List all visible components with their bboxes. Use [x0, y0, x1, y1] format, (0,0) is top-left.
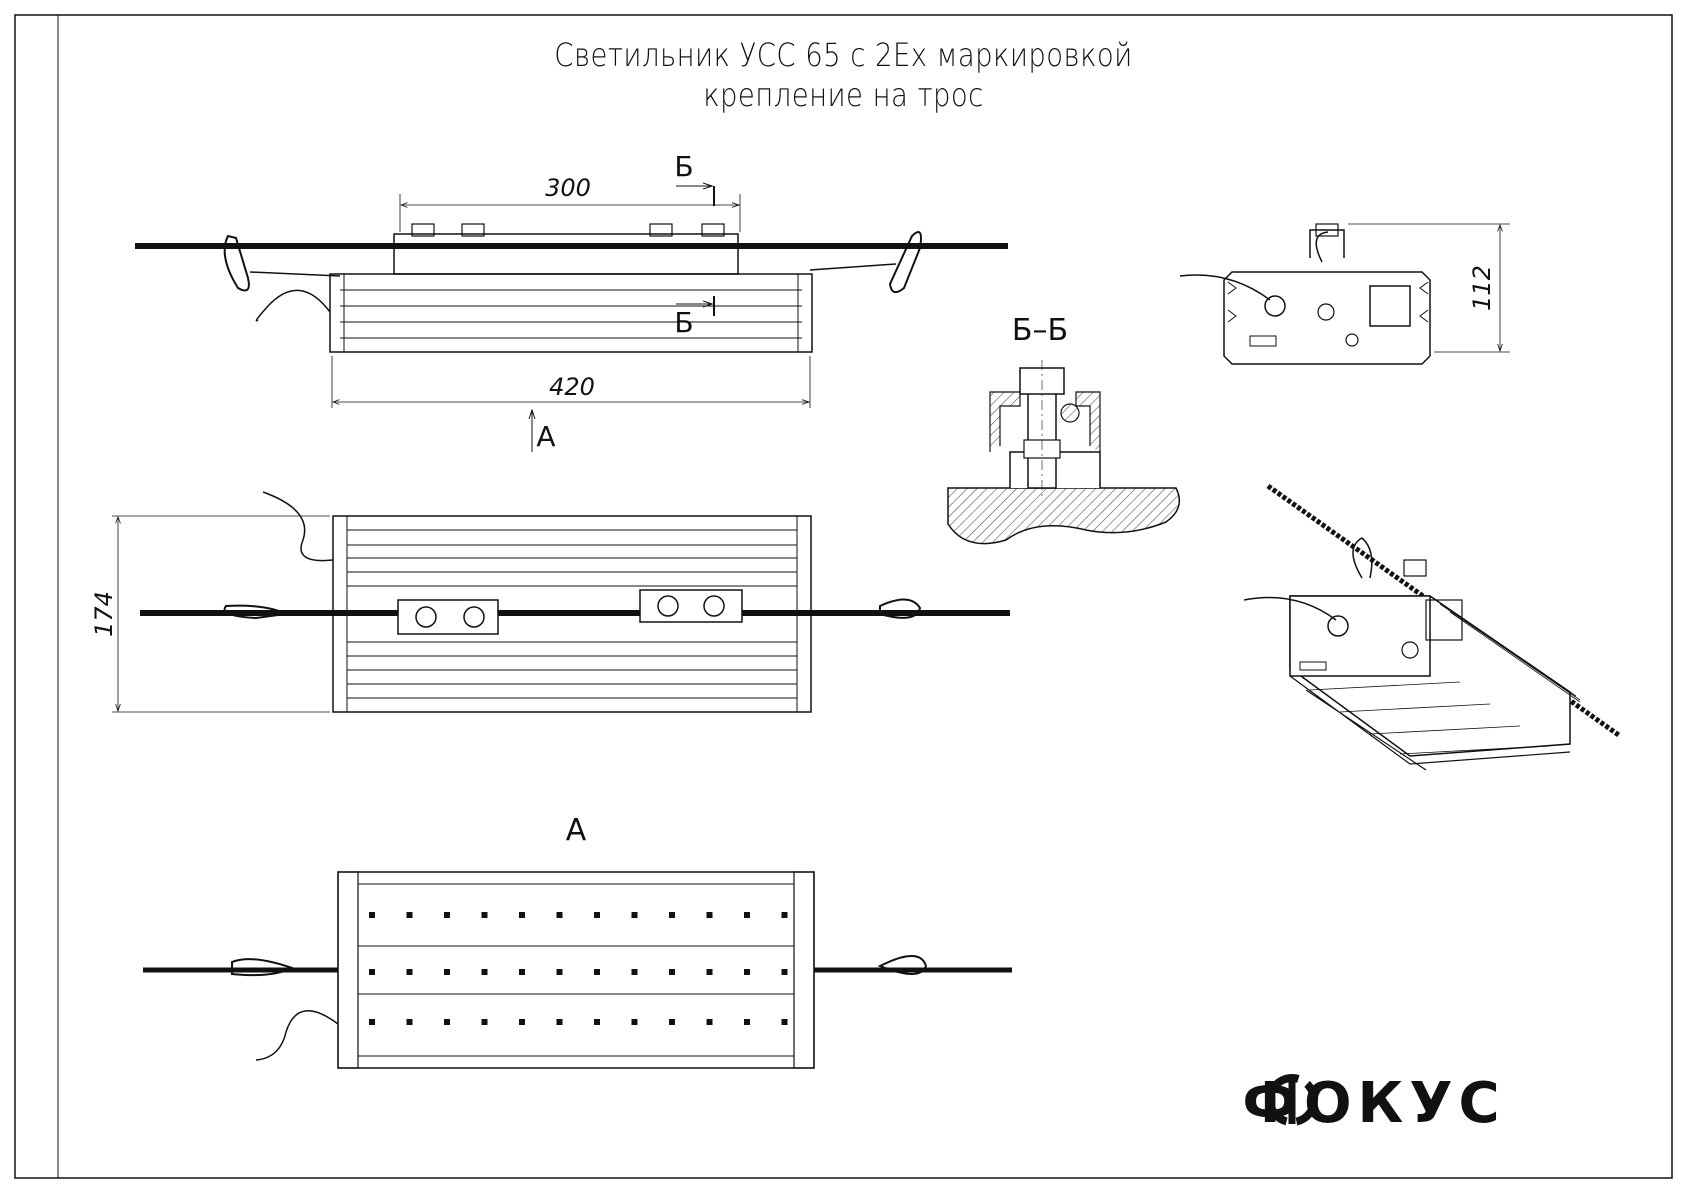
led-dot	[556, 912, 563, 918]
side-view	[1179, 223, 1510, 365]
dimension-300: 300	[545, 174, 591, 202]
section-mark-top: Б	[674, 150, 693, 183]
inner-frame	[57, 14, 1673, 1179]
led-grid	[369, 912, 788, 1025]
led-dot	[556, 969, 563, 975]
plan-view	[112, 491, 1010, 713]
led-dot	[594, 912, 600, 918]
led-dot	[406, 912, 413, 918]
led-dot	[519, 1019, 525, 1025]
view-a-body	[337, 871, 815, 1069]
led-dot	[669, 969, 675, 975]
carabiner-left	[223, 234, 250, 292]
led-dot	[369, 912, 375, 918]
led-dot	[406, 1019, 413, 1025]
led-dot	[706, 969, 713, 975]
led-dot	[781, 969, 788, 975]
view-a	[143, 871, 1012, 1069]
mounting-bracket	[393, 233, 739, 275]
dimension-112: 112	[1468, 265, 1496, 311]
led-dot	[406, 969, 413, 975]
led-dot	[481, 912, 488, 918]
drawing-title: Светильник УСС 65 с 2Ех маркировкой	[554, 36, 1133, 74]
led-dot	[444, 912, 450, 918]
led-dot	[369, 969, 375, 975]
led-dot	[594, 969, 600, 975]
led-dot	[481, 969, 488, 975]
view-a-title: A	[566, 813, 587, 848]
company-logo	[1266, 1074, 1318, 1126]
cable-section	[1060, 403, 1080, 423]
led-dot	[444, 1019, 450, 1025]
led-dot	[444, 969, 450, 975]
led-dot	[594, 1019, 600, 1025]
led-dot	[519, 912, 525, 918]
led-dot	[369, 1019, 375, 1025]
led-dot	[744, 1019, 750, 1025]
clamp-right	[639, 589, 743, 623]
led-dot	[706, 1019, 713, 1025]
power-cable	[255, 289, 331, 322]
led-dot	[706, 912, 713, 918]
led-dot	[781, 1019, 788, 1025]
rating-plate	[1369, 285, 1411, 327]
led-dot	[631, 912, 638, 918]
led-dot	[631, 969, 638, 975]
drawing-subtitle: крепление на трос	[703, 76, 984, 114]
led-dot	[669, 1019, 675, 1025]
dimension-420: 420	[549, 373, 595, 401]
led-dot	[481, 1019, 488, 1025]
led-dot	[744, 912, 750, 918]
view-arrow-label: A	[536, 420, 555, 453]
section-title: Б–Б	[1012, 313, 1068, 348]
led-dot	[669, 912, 675, 918]
dimension-174: 174	[90, 591, 118, 637]
logo-text: ФОКУС	[1242, 1071, 1505, 1136]
section-mark-bottom: Б	[674, 306, 693, 339]
luminaire-body	[329, 273, 813, 353]
led-dot	[781, 912, 788, 918]
led-dot	[519, 969, 525, 975]
profile-section	[947, 487, 1181, 545]
led-dot	[744, 969, 750, 975]
led-dot	[556, 1019, 563, 1025]
section-view	[947, 360, 1181, 545]
carabiner-right	[888, 231, 922, 294]
isometric-view	[1243, 483, 1622, 771]
front-view	[135, 186, 1008, 452]
led-dot	[631, 1019, 638, 1025]
